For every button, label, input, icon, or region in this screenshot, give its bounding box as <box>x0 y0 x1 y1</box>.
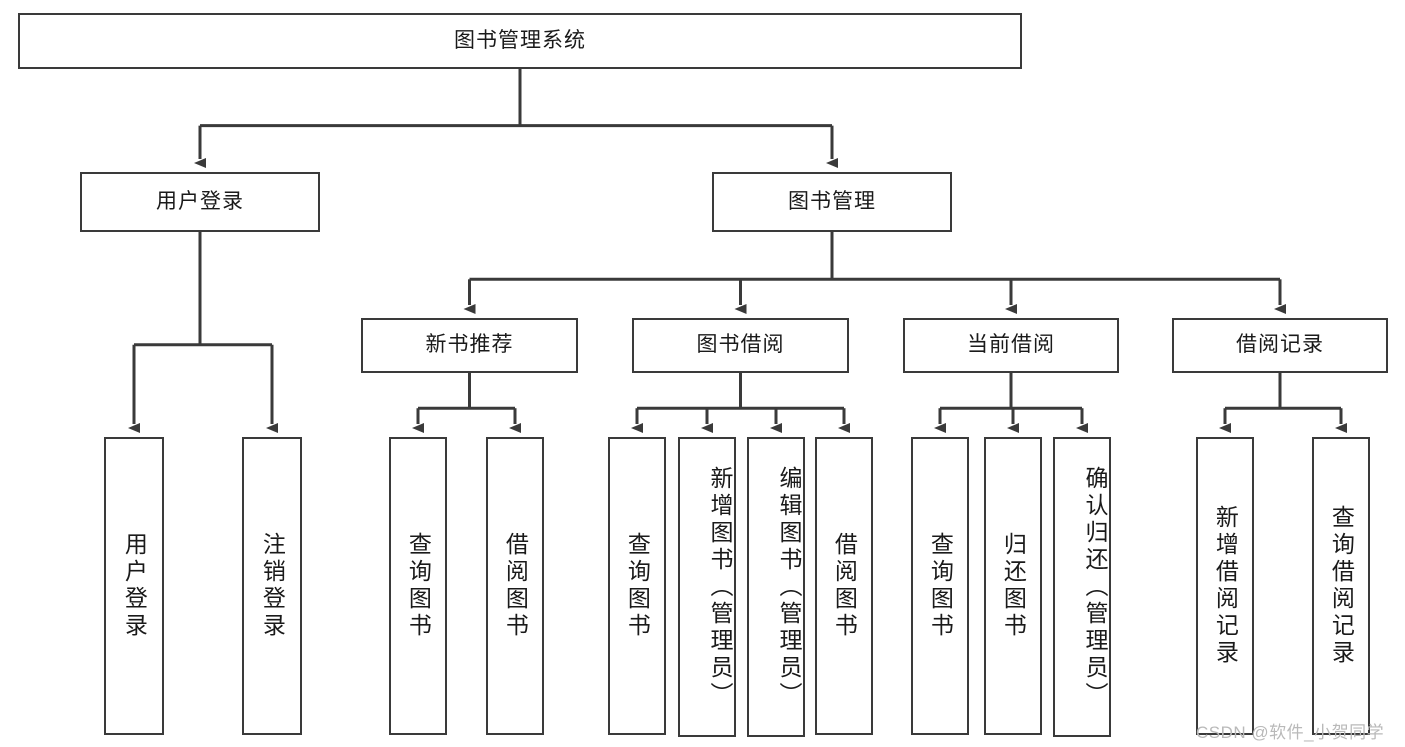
csdn-watermark: CSDN @软件_小贺同学 <box>1196 723 1385 742</box>
node-root[interactable]: 图书管理系统 <box>18 13 1022 69</box>
leaf-confirm-return-admin[interactable]: 确认归还（管理员） <box>1053 437 1111 737</box>
leaf-borrow-book-2[interactable]: 借阅图书 <box>815 437 873 735</box>
node-book-borrow[interactable]: 图书借阅 <box>632 318 849 373</box>
leaf-add-borrow-record[interactable]: 新增借阅记录 <box>1196 437 1254 735</box>
leaf-add-book-admin[interactable]: 新增图书（管理员） <box>678 437 736 737</box>
node-user-login[interactable]: 用户登录 <box>80 172 320 232</box>
leaf-query-borrow-record[interactable]: 查询借阅记录 <box>1312 437 1370 735</box>
leaf-edit-book-admin[interactable]: 编辑图书（管理员） <box>747 437 805 737</box>
node-book-manage[interactable]: 图书管理 <box>712 172 952 232</box>
node-current-borrow[interactable]: 当前借阅 <box>903 318 1119 373</box>
node-borrow-record[interactable]: 借阅记录 <box>1172 318 1388 373</box>
node-new-book-recommend[interactable]: 新书推荐 <box>361 318 578 373</box>
leaf-return-book[interactable]: 归还图书 <box>984 437 1042 735</box>
leaf-query-book-2[interactable]: 查询图书 <box>608 437 666 735</box>
leaf-query-book-3[interactable]: 查询图书 <box>911 437 969 735</box>
leaf-query-book-1[interactable]: 查询图书 <box>389 437 447 735</box>
leaf-user-login[interactable]: 用户登录 <box>104 437 164 735</box>
leaf-logout[interactable]: 注销登录 <box>242 437 302 735</box>
leaf-borrow-book-1[interactable]: 借阅图书 <box>486 437 544 735</box>
